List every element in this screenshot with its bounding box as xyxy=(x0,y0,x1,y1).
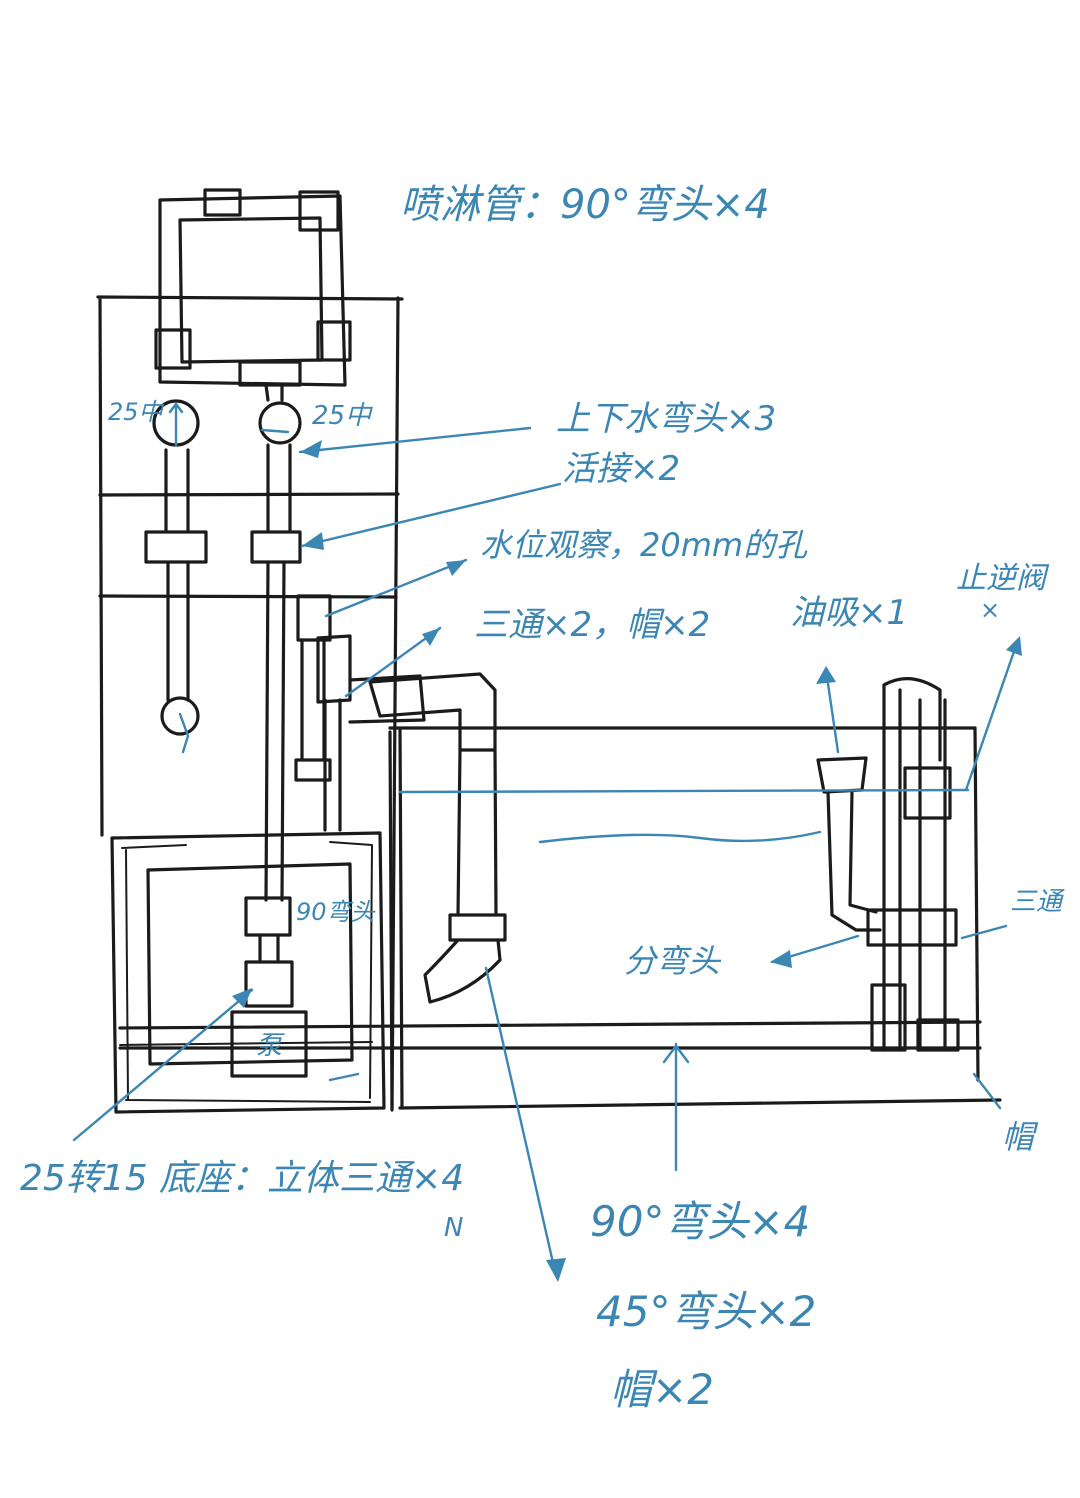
return-gooseneck xyxy=(882,677,942,762)
level-cap xyxy=(294,758,332,782)
overflow-coupling xyxy=(448,913,507,942)
arrowhead-check-valve xyxy=(1006,636,1022,656)
label-tee-right: 三通 xyxy=(1010,887,1065,917)
return-line-top xyxy=(118,1020,982,1030)
sump-water-line xyxy=(119,1041,373,1046)
label-check-valve: 止逆阀 xyxy=(956,561,1050,596)
pump-body xyxy=(230,1010,308,1078)
overflow-horizontal xyxy=(348,674,426,724)
dim-arrow-right xyxy=(260,428,290,434)
label-pump: 泵 xyxy=(256,1031,285,1061)
return-cap-fitting xyxy=(916,1018,960,1052)
leader-90-elbow-x4 xyxy=(662,1042,690,1172)
shelf-middle xyxy=(98,594,398,599)
leader-base xyxy=(72,988,254,1142)
suction-pipe xyxy=(826,790,882,932)
leader-tee-cap xyxy=(344,626,442,698)
water-wave xyxy=(538,830,822,844)
annotations xyxy=(72,402,1022,1282)
return-riser-left xyxy=(882,683,902,1052)
overflow-drop-tank xyxy=(456,748,498,917)
label-dim-right: 25中 xyxy=(312,401,373,431)
return-riser-right xyxy=(918,698,947,1052)
arrowhead-45-elbow xyxy=(546,1258,566,1282)
right-pipe-lower xyxy=(264,560,286,902)
arrowhead-union xyxy=(302,532,324,550)
label-up-down-elbow: 上下水弯头×3 xyxy=(556,399,776,439)
left-outlet xyxy=(160,696,200,736)
label-cap-right: 帽 xyxy=(1002,1118,1039,1156)
sump-cabinet xyxy=(96,295,404,1114)
spray-elbow-top-left xyxy=(203,188,242,217)
label-union: 活接×2 xyxy=(562,449,680,489)
label-elbow-90-x4: 90°弯头×4 xyxy=(590,1197,810,1246)
label-suction: 油吸×1 xyxy=(790,593,908,633)
overflow-tee xyxy=(316,634,352,704)
label-check-valve-x: × xyxy=(980,596,1000,624)
label-elbow-90: 90弯头 xyxy=(296,898,376,926)
label-tee-cap: 三通×2，帽×2 xyxy=(474,605,710,645)
pump-riser xyxy=(258,933,280,964)
sump-small-arrow xyxy=(328,1072,360,1082)
leader-45-elbow xyxy=(484,966,558,1278)
spray-elbow-bottom-left xyxy=(154,328,192,370)
spray-drop xyxy=(264,383,284,402)
level-tee-top xyxy=(296,594,332,642)
leader-tee-right xyxy=(960,924,1008,940)
return-lower-fitting xyxy=(870,983,907,1052)
return-tee xyxy=(866,908,958,947)
leader-up-down-elbow xyxy=(298,426,532,454)
label-elbow-45-x2: 45°弯头×2 xyxy=(596,1287,816,1336)
spray-loop-outer xyxy=(158,194,347,387)
sump-box xyxy=(110,831,386,1114)
check-valve-body xyxy=(903,766,952,820)
outlet-arrow xyxy=(178,712,190,754)
label-base: 25转15 底座：立体三通×4 xyxy=(20,1158,464,1199)
label-fen-elbow: 分弯头 xyxy=(624,942,722,980)
arrowhead-suction xyxy=(816,666,836,684)
spray-bar xyxy=(154,188,352,402)
overflow-elbow-top xyxy=(368,672,497,752)
label-dim-left: 25中 xyxy=(108,398,165,426)
sump-box-inner xyxy=(121,841,373,1103)
arrowhead-up-down-elbow xyxy=(300,440,322,458)
label-cap-x2: 帽×2 xyxy=(610,1365,714,1414)
left-pipe-upper xyxy=(164,448,190,532)
label-level-hole: 水位观察，20mm的孔 xyxy=(480,526,808,564)
leader-union xyxy=(300,482,562,548)
leader-check-valve xyxy=(964,638,1020,792)
leader-suction xyxy=(824,668,840,754)
right-union xyxy=(250,530,302,564)
cabinet-outline xyxy=(96,295,404,1112)
arrowhead-tee-cap xyxy=(422,628,440,646)
overflow-drop xyxy=(323,698,342,832)
left-pipe-lower xyxy=(166,560,190,702)
water-line xyxy=(398,788,970,794)
shelf-upper xyxy=(98,492,400,497)
spray-elbow-bottom-right xyxy=(316,320,352,362)
spray-elbow-top-right xyxy=(298,190,340,232)
spray-tee xyxy=(238,360,302,387)
labels: 喷淋管：90°弯头×4 25中 25中 上下水弯头×3 活接×2 水位观察，20… xyxy=(20,182,1065,1414)
arrowhead-level-hole xyxy=(446,560,466,576)
arrowhead-fen-elbow xyxy=(770,950,792,968)
leader-level-hole xyxy=(324,558,468,618)
left-union xyxy=(144,530,208,564)
label-spray-bar: 喷淋管：90°弯头×4 xyxy=(400,182,770,228)
leader-cap-right xyxy=(972,1072,1002,1110)
dim-arrow-left xyxy=(168,402,184,447)
label-small-mark: N xyxy=(444,1213,463,1243)
arrowhead-base xyxy=(232,988,252,1008)
right-bulkhead xyxy=(258,401,302,445)
right-pipe-upper xyxy=(266,443,292,532)
tank-bottom xyxy=(398,1098,1002,1110)
elbow-90-fitting xyxy=(244,896,292,937)
